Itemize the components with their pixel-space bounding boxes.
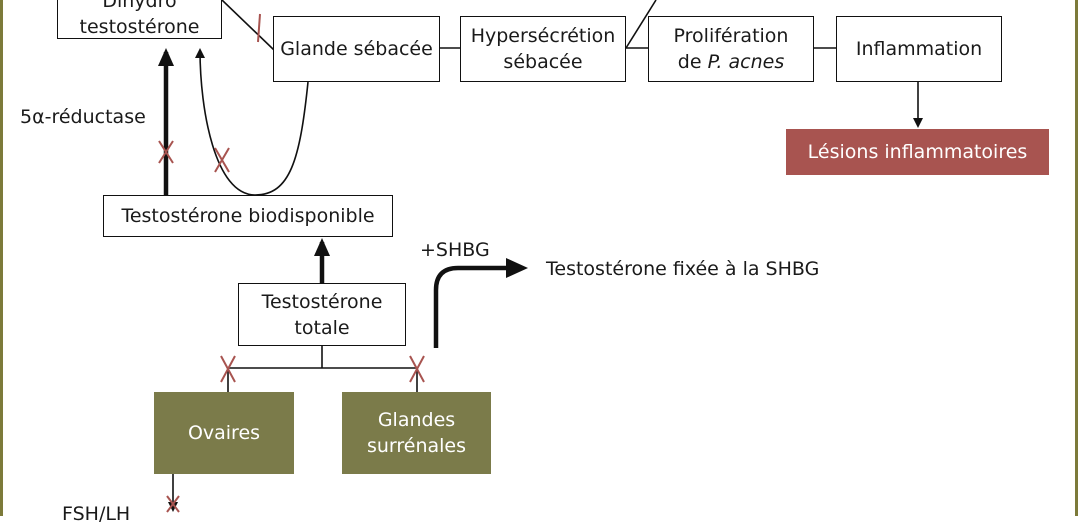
testosterone-fixee-label: Testostérone fixée à la SHBG [546,258,820,280]
hypersecretion-box: Hypersécrétion sébacée [460,16,626,82]
block-mark-ovaires [220,355,236,383]
lesions-label: Lésions inflammatoires [807,141,1028,163]
dihydrotestosterone-line1: Dihydro [102,0,177,12]
dihydrotestosterone-line2: testostérone [79,15,200,38]
testosterone-biodisponible-label: Testostérone biodisponible [121,205,375,227]
arrow-dht-to-glande [221,0,275,51]
testosterone-totale-line2: totale [294,316,350,339]
reductase-label: 5α-réductase [20,106,146,128]
hypersecretion-line2: sébacée [503,51,583,73]
fsh-lh-label: FSH/LH [62,503,131,525]
hypersecretion-line1: Hypersécrétion [470,25,616,47]
block-mark-glande [257,13,261,43]
block-mark-reductase [158,140,174,164]
glande-sebacee-box: Glande sébacée [273,16,440,82]
connector-proliferation-out [625,0,657,49]
lesions-box: Lésions inflammatoires [786,129,1049,175]
ovaires-label: Ovaires [187,422,261,444]
testosterone-totale-box: Testostérone totale [238,283,406,346]
block-mark-surrenales [409,355,425,383]
proliferation-box: Prolifération de P. acnes [648,16,814,82]
proliferation-line2: de P. acnes [674,49,789,75]
testosterone-biodisponible-box: Testostérone biodisponible [103,195,393,237]
glandes-surrenales-box: Glandes surrénales [342,392,491,474]
glandes-surrenales-line2: surrénales [366,435,467,457]
shbg-label: +SHBG [420,239,490,261]
arrow-shbg-binding [433,265,508,348]
frame-left-border [0,0,3,516]
testosterone-totale-line1: Testostérone [261,290,383,313]
frame-right-border [1075,0,1078,516]
proliferation-line1: Prolifération [673,25,789,47]
block-mark-fsh [166,495,180,513]
proliferation-species: P. acnes [707,51,785,73]
proliferation-prefix: de [677,51,708,73]
loop-glande-to-dht [195,48,309,196]
dihydrotestosterone-box: Dihydro testostérone [57,0,222,39]
inflammation-box: Inflammation [836,16,1002,82]
block-mark-loop [214,147,230,173]
glande-sebacee-label: Glande sébacée [280,38,433,60]
ovaires-box: Ovaires [154,392,294,474]
inflammation-label: Inflammation [855,38,983,60]
glandes-surrenales-line1: Glandes [377,409,456,431]
arrowhead-shbg [506,258,528,278]
